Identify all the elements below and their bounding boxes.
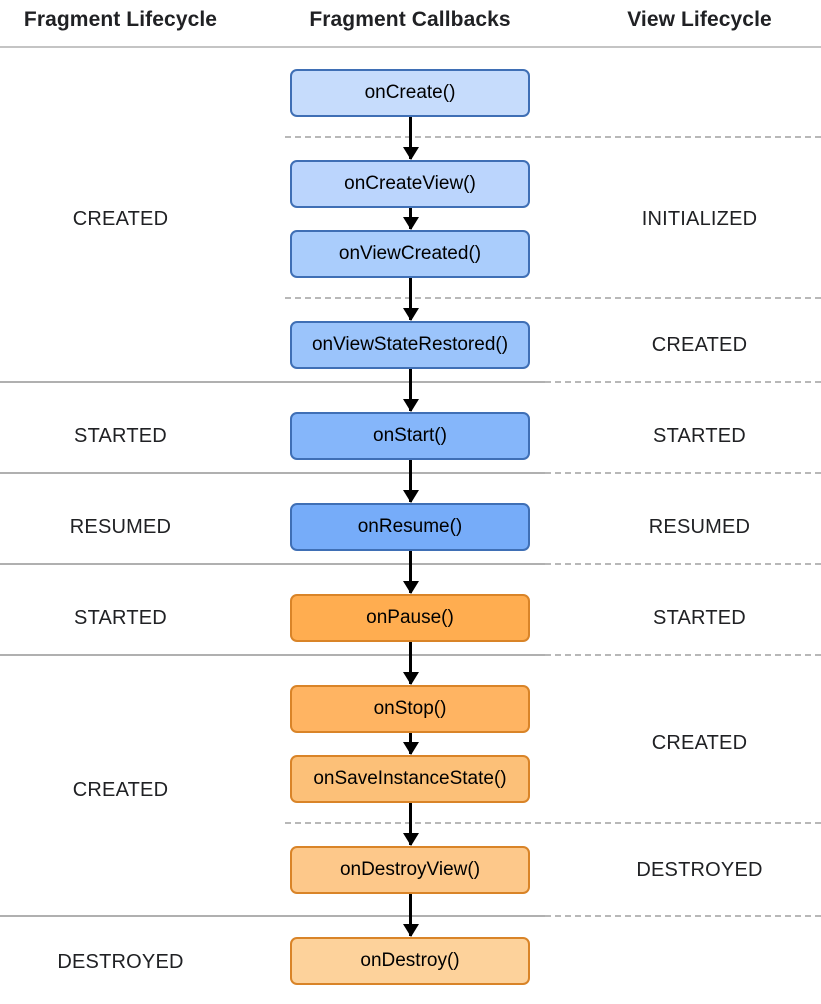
- fragment-state-label: RESUMED: [69, 516, 172, 538]
- view-state-label: RESUMED: [648, 516, 751, 538]
- flow-arrow: [409, 208, 412, 229]
- view-state-divider: [545, 654, 821, 656]
- callback-box[interactable]: onViewCreated(): [290, 230, 530, 278]
- view-state-label: INITIALIZED: [641, 208, 758, 230]
- callback-box[interactable]: onViewStateRestored(): [290, 321, 530, 369]
- flow-arrow: [409, 278, 412, 320]
- callback-box[interactable]: onStart(): [290, 412, 530, 460]
- view-state-label: CREATED: [651, 732, 748, 754]
- view-state-label: STARTED: [653, 425, 746, 447]
- fragment-state-divider: [0, 381, 545, 383]
- flow-arrow: [409, 460, 412, 502]
- fragment-state-divider: [0, 563, 545, 565]
- callback-box[interactable]: onSaveInstanceState(): [290, 755, 530, 803]
- view-state-divider: [285, 136, 821, 138]
- callback-box[interactable]: onCreateView(): [290, 160, 530, 208]
- view-state-divider: [285, 822, 821, 824]
- fragment-state-label: DESTROYED: [57, 951, 184, 973]
- view-state-divider: [285, 297, 821, 299]
- view-state-divider: [545, 381, 821, 383]
- flow-arrow: [409, 894, 412, 936]
- callback-box[interactable]: onResume(): [290, 503, 530, 551]
- view-state-divider: [545, 472, 821, 474]
- fragment-state-label: STARTED: [74, 607, 167, 629]
- flow-arrow: [409, 117, 412, 159]
- flow-arrow: [409, 803, 412, 845]
- view-state-divider: [545, 563, 821, 565]
- fragment-state-label: CREATED: [72, 208, 169, 230]
- view-state-label: CREATED: [651, 334, 748, 356]
- column-header-fragment-lifecycle: Fragment Lifecycle: [23, 8, 218, 31]
- callback-box[interactable]: onDestroy(): [290, 937, 530, 985]
- fragment-state-label: STARTED: [74, 425, 167, 447]
- fragment-state-divider: [0, 915, 545, 917]
- view-state-label: STARTED: [653, 607, 746, 629]
- flow-arrow: [409, 642, 412, 684]
- callback-box[interactable]: onCreate(): [290, 69, 530, 117]
- column-header-view-lifecycle: View Lifecycle: [627, 8, 772, 31]
- flow-arrow: [409, 369, 412, 411]
- flow-arrow: [409, 733, 412, 754]
- callback-box[interactable]: onStop(): [290, 685, 530, 733]
- view-state-label: DESTROYED: [636, 859, 763, 881]
- flow-arrow: [409, 551, 412, 593]
- fragment-state-label: CREATED: [72, 779, 169, 801]
- callback-box[interactable]: onDestroyView(): [290, 846, 530, 894]
- fragment-state-divider: [0, 472, 545, 474]
- header-divider: [0, 46, 821, 48]
- view-state-divider: [545, 915, 821, 917]
- column-header-fragment-callbacks: Fragment Callbacks: [309, 8, 511, 31]
- fragment-state-divider: [0, 654, 545, 656]
- callback-box[interactable]: onPause(): [290, 594, 530, 642]
